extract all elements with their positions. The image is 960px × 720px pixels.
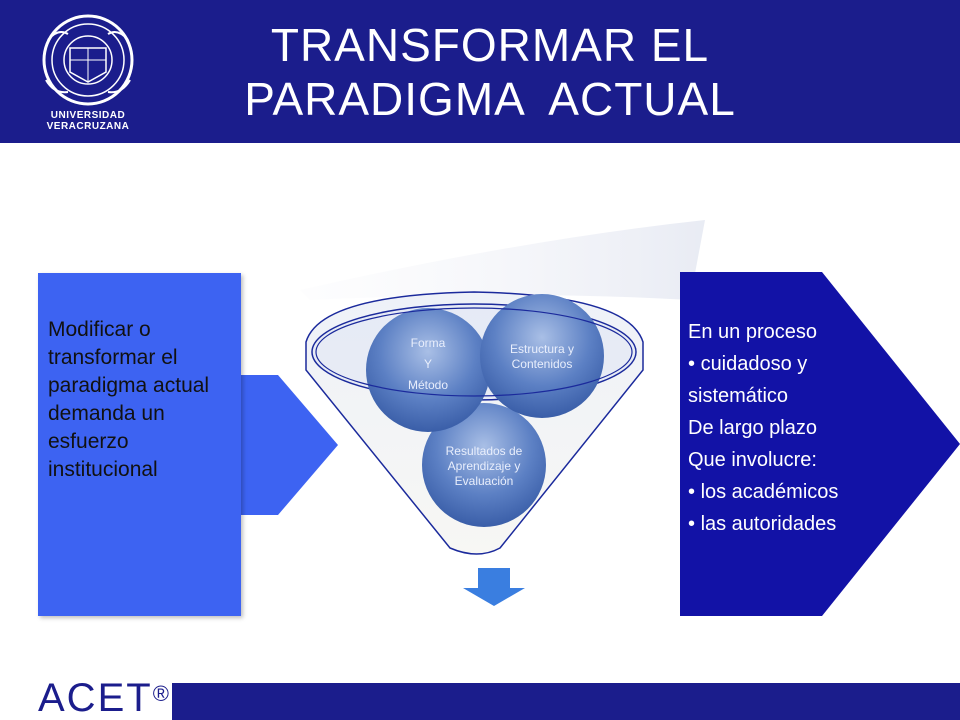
forma-line: Y bbox=[423, 357, 432, 371]
header-bar: UNIVERSIDAD VERACRUZANA TRANSFORMAR EL P… bbox=[0, 0, 960, 143]
right-bullet: • los académicos bbox=[688, 481, 839, 503]
circle-estructura bbox=[480, 294, 604, 418]
down-arrow bbox=[463, 568, 525, 606]
right-bullet-text: los académicos bbox=[700, 481, 839, 503]
title-line-2: PARADIGMA ACTUAL bbox=[244, 73, 736, 125]
left-line: transformar el bbox=[48, 346, 178, 369]
logo-caption: UNIVERSIDAD VERACRUZANA bbox=[46, 110, 130, 132]
resultados-line: Aprendizaje y bbox=[447, 459, 521, 473]
funnel-rim-outline bbox=[315, 307, 633, 397]
left-blue-box bbox=[38, 273, 241, 616]
circle-estructura-label: Estructura y Contenidos bbox=[492, 342, 592, 372]
right-box-text: En un proceso • cuidadoso y sistemático … bbox=[688, 316, 948, 540]
circle-resultados bbox=[422, 403, 546, 527]
forma-line: Forma bbox=[410, 336, 446, 350]
university-logo: UNIVERSIDAD VERACRUZANA bbox=[18, 10, 158, 132]
registered-mark: ® bbox=[152, 681, 171, 706]
circle-resultados-label: Resultados de Aprendizaje y Evaluación bbox=[429, 444, 539, 489]
circle-forma bbox=[366, 308, 490, 432]
right-chevron-box bbox=[680, 272, 960, 616]
right-line: Que involucre: bbox=[688, 449, 817, 471]
resultados-line: Evaluación bbox=[454, 474, 514, 488]
right-line: En un proceso bbox=[688, 321, 817, 343]
estructura-line: Contenidos bbox=[511, 357, 573, 371]
footer-bar bbox=[172, 683, 960, 720]
title-line-1: TRANSFORMAR EL bbox=[270, 19, 710, 71]
right-line: sistemático bbox=[688, 385, 789, 407]
right-bullet: • cuidadoso y bbox=[688, 353, 808, 375]
estructura-line: Estructura y bbox=[509, 342, 575, 356]
resultados-line: Resultados de bbox=[445, 444, 523, 458]
left-box-text: Modificar o transformar el paradigma act… bbox=[48, 316, 248, 484]
left-line: demanda un bbox=[48, 402, 165, 425]
page-title: TRANSFORMAR EL PARADIGMA ACTUAL bbox=[230, 18, 750, 126]
left-arrow-head bbox=[241, 375, 338, 515]
acet-logo: ACET® bbox=[38, 676, 171, 720]
right-line: De largo plazo bbox=[688, 417, 817, 439]
right-bullet-text: cuidadoso y bbox=[700, 353, 808, 375]
left-line: institucional bbox=[48, 458, 158, 481]
acet-logo-text: ACET bbox=[38, 676, 153, 720]
forma-line: Método bbox=[407, 378, 449, 392]
left-line: esfuerzo bbox=[48, 430, 129, 453]
circle-forma-label: Forma Y Método bbox=[388, 336, 468, 393]
background-swoosh bbox=[300, 220, 705, 300]
right-bullet-text: las autoridades bbox=[700, 513, 837, 535]
university-seal-icon bbox=[42, 14, 134, 106]
left-line: Modificar o bbox=[48, 318, 151, 341]
right-bullet: • las autoridades bbox=[688, 513, 837, 535]
left-line: paradigma actual bbox=[48, 374, 210, 397]
